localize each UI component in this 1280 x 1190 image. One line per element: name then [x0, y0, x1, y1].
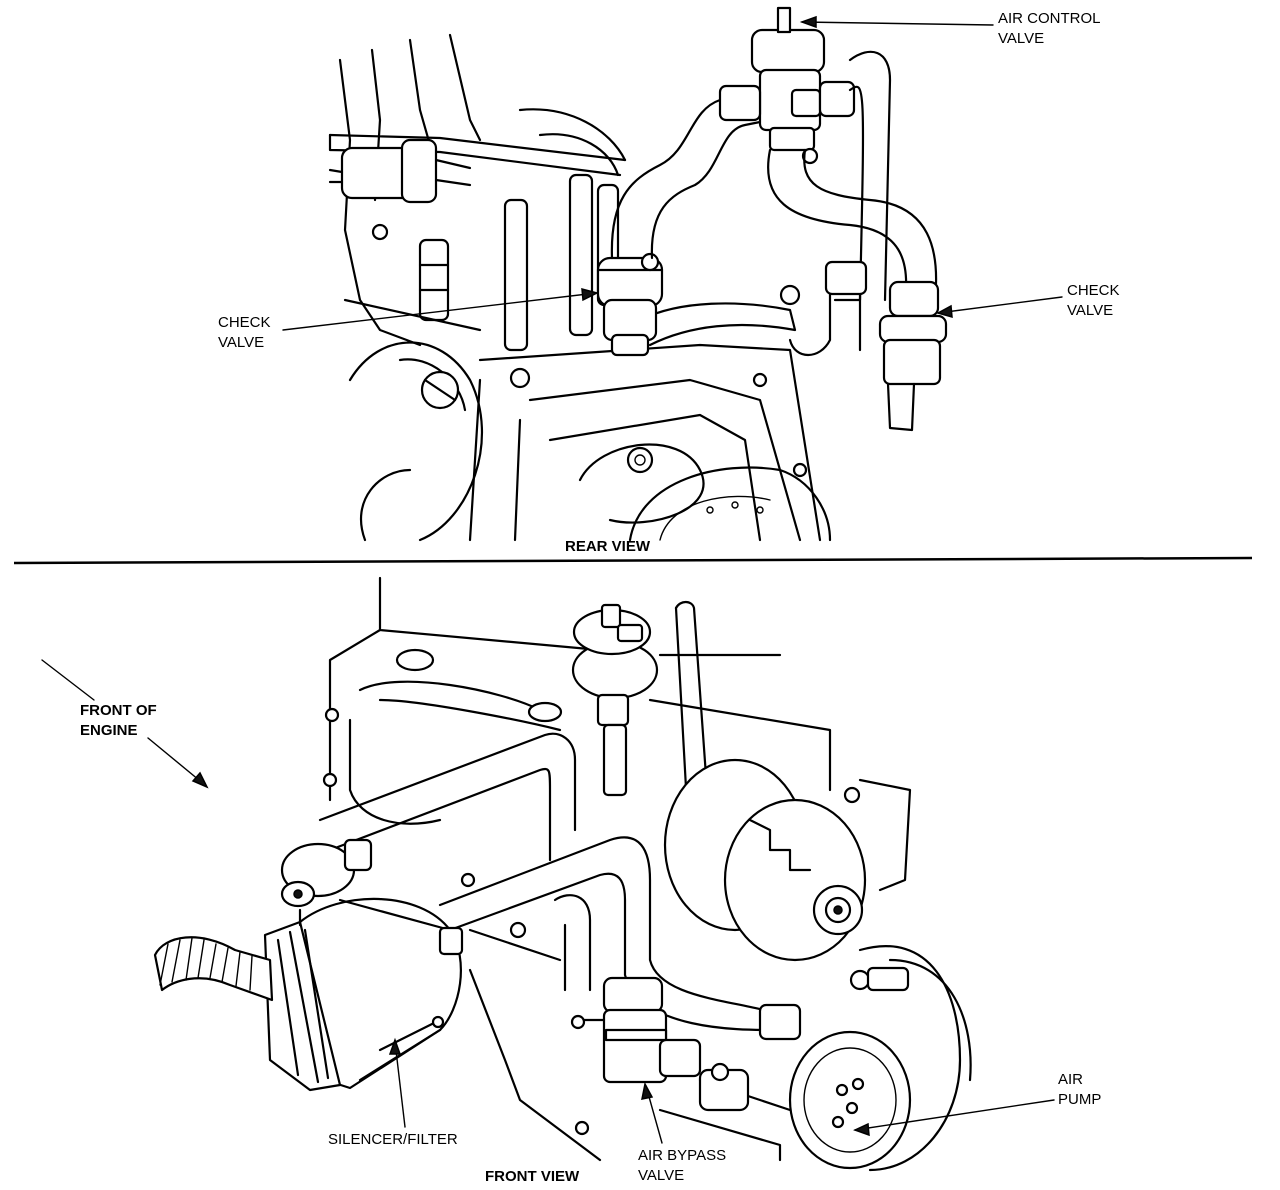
silencer-filter [263, 897, 464, 1092]
rear-view-illustration [328, 6, 948, 542]
leader-silencer-filter [394, 1041, 406, 1128]
corrugated-hose [153, 936, 274, 1002]
egr-sensor [571, 603, 659, 797]
label-air-pump-line1: AIR [1058, 1071, 1083, 1088]
caption-rear-view: REAR VIEW [565, 538, 651, 555]
front-view-labels: FRONT OF ENGINE SILENCER/FILTER FRONT VI… [41, 659, 1101, 1185]
front-view-illustration [153, 576, 972, 1172]
view-divider [13, 556, 1253, 565]
label-check-valve-left-line1: CHECK [218, 314, 271, 331]
alternator [663, 758, 867, 962]
leader-check-valve-right [937, 296, 1063, 314]
silencer-valve [280, 838, 373, 927]
fuel-injector [418, 238, 450, 322]
air-bypass-valve [570, 976, 750, 1112]
label-air-control-valve-line2: VALVE [998, 30, 1044, 47]
label-check-valve-right-line2: VALVE [1067, 302, 1113, 319]
air-control-valve [718, 6, 856, 165]
air-pump [788, 945, 972, 1172]
leader-check-valve-left [282, 292, 597, 331]
check-valve-right [878, 280, 948, 432]
label-silencer-filter: SILENCER/FILTER [328, 1131, 458, 1148]
label-front-of-engine-line1: FRONT OF [80, 702, 157, 719]
caption-front-view: FRONT VIEW [485, 1168, 580, 1185]
check-valve-left [596, 252, 664, 357]
label-air-bypass-valve-line2: VALVE [638, 1167, 684, 1184]
leader-air-control-valve [801, 21, 994, 26]
label-check-valve-left-line2: VALVE [218, 334, 264, 351]
leader-front-of-engine-top [41, 659, 95, 701]
label-check-valve-right-line1: CHECK [1067, 282, 1120, 299]
leader-air-pump [854, 1099, 1055, 1131]
label-air-pump-line2: PUMP [1058, 1091, 1101, 1108]
label-front-of-engine-line2: ENGINE [80, 722, 138, 739]
rear-view-labels: AIR CONTROL VALVE CHECK VALVE CHECK VALV… [218, 10, 1120, 555]
label-air-control-valve-line1: AIR CONTROL [998, 10, 1101, 27]
label-air-bypass-valve-line1: AIR BYPASS [638, 1147, 726, 1164]
